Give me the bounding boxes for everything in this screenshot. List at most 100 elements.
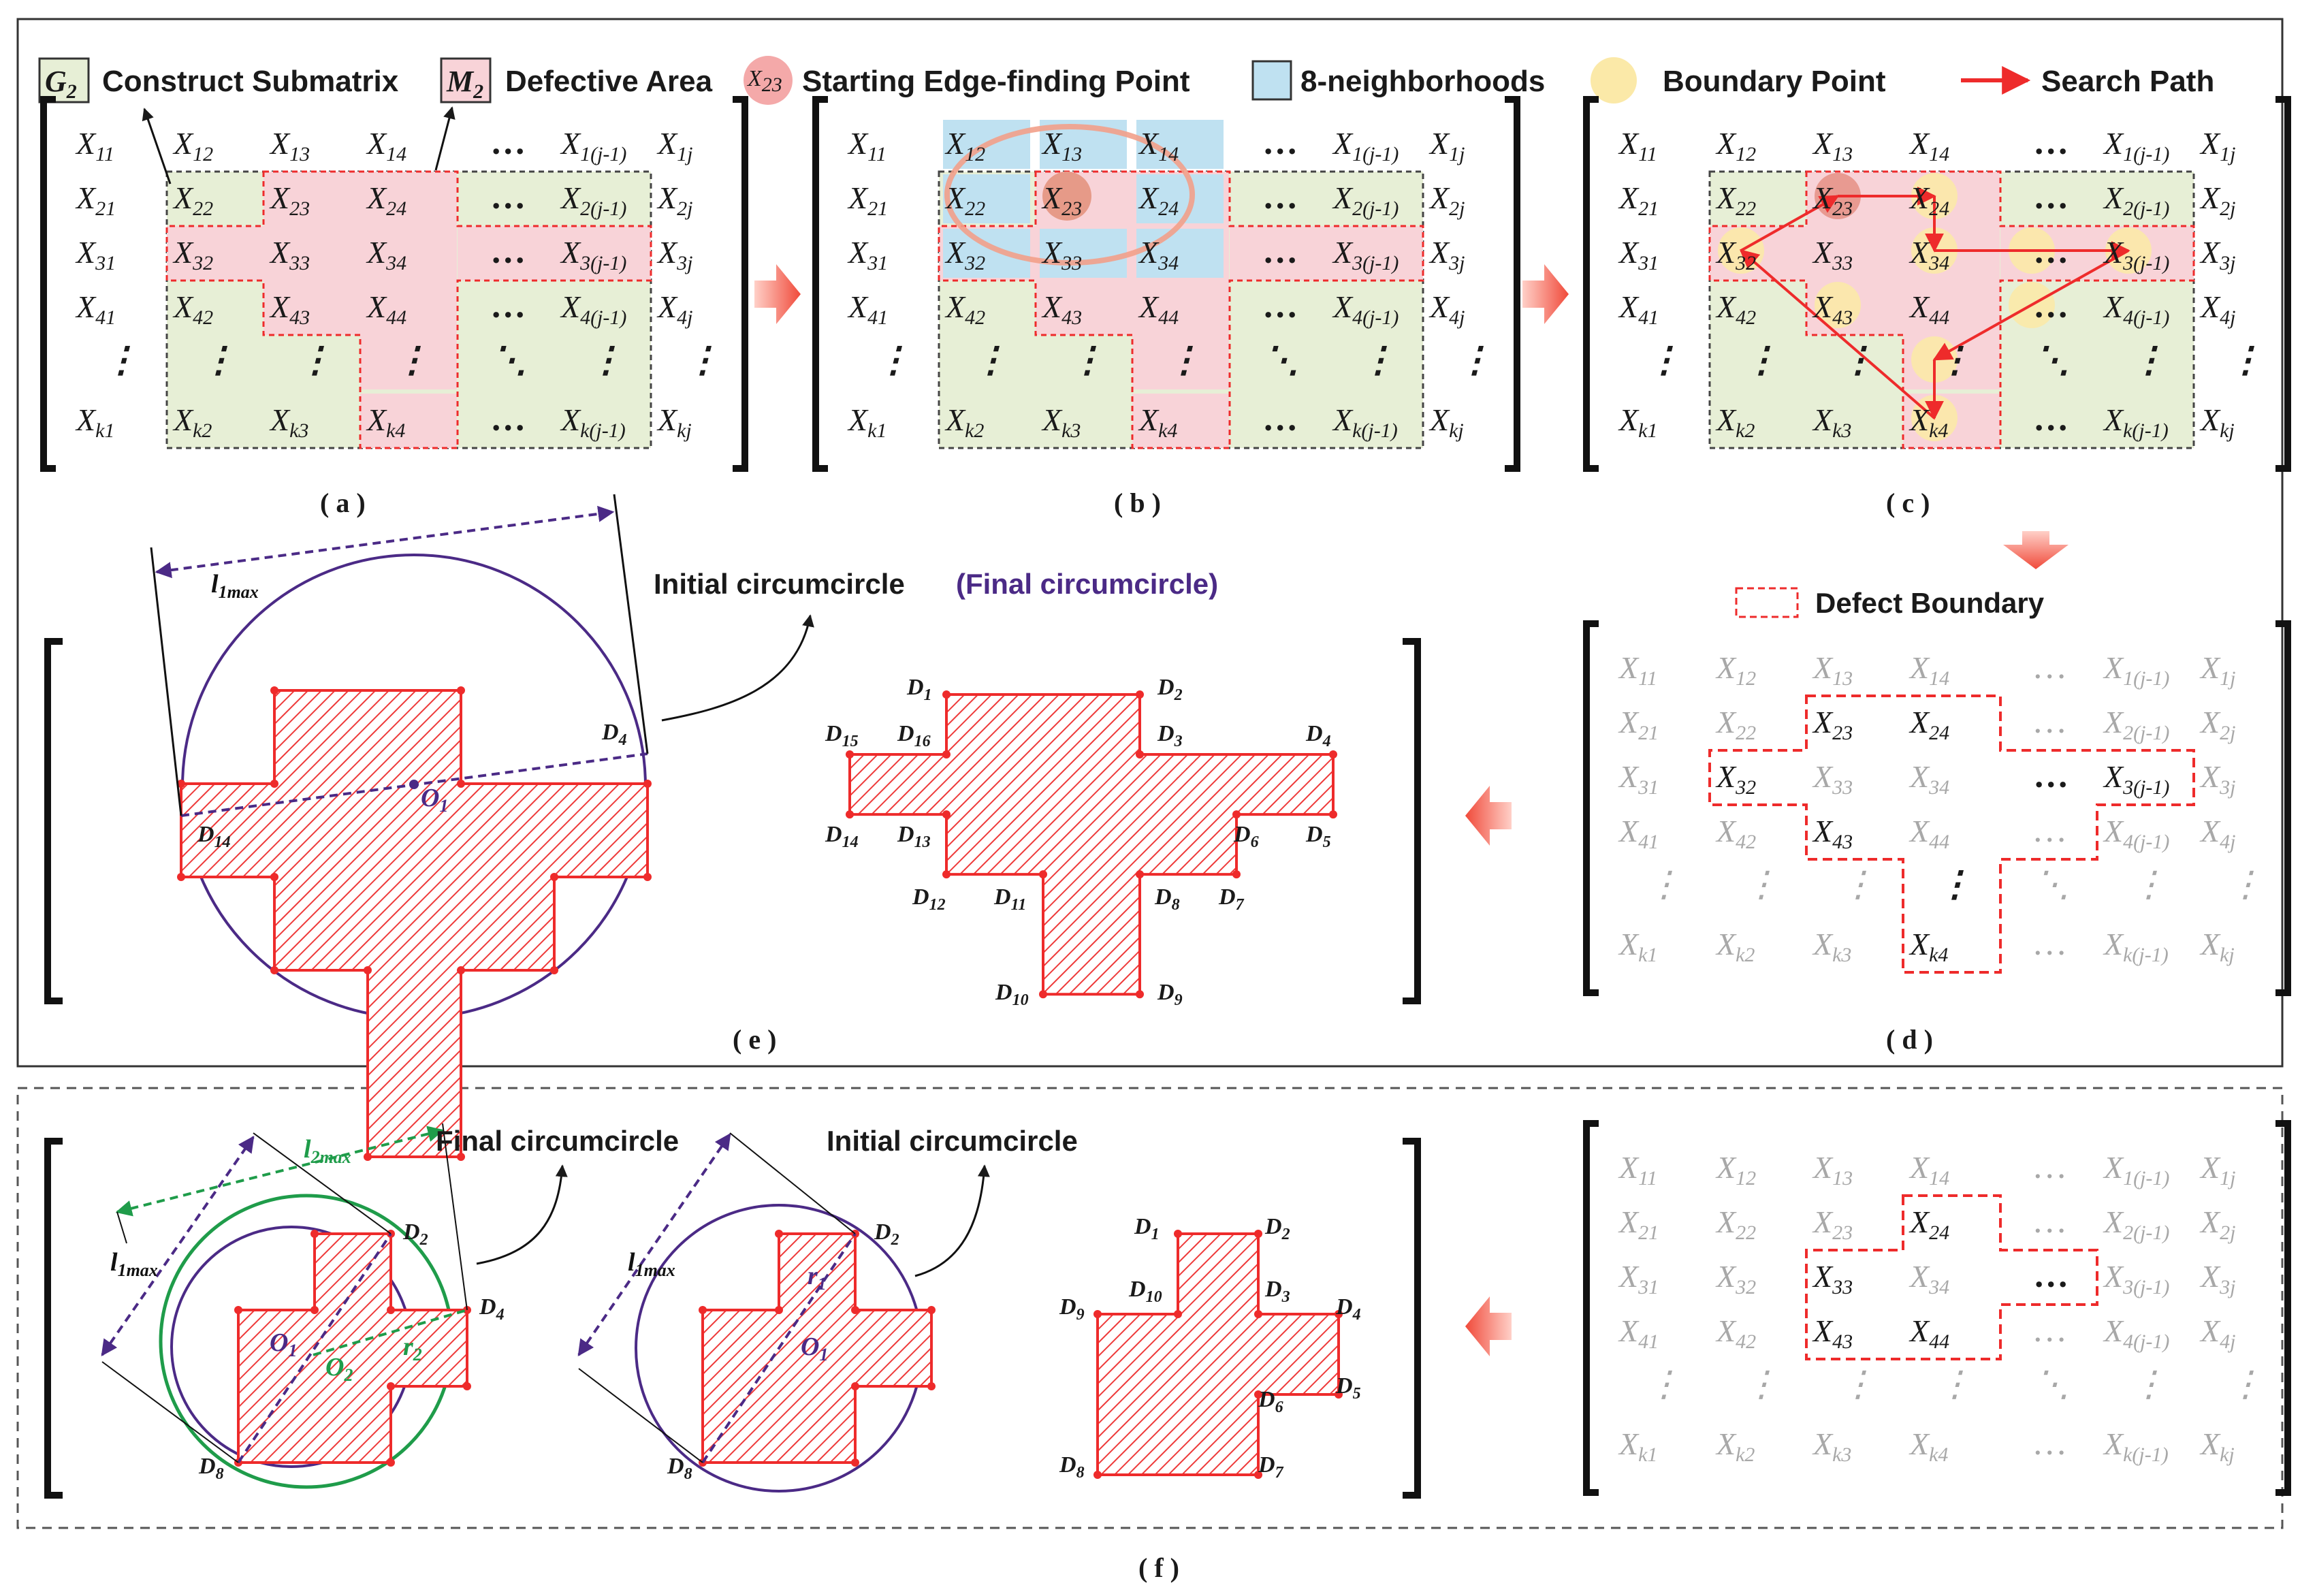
o1-label-sub: 1 (439, 796, 448, 816)
matrix-symbol: X (269, 289, 291, 324)
matrix-element-label: X44 (1138, 289, 1179, 329)
matrix-ellipsis: … (2034, 924, 2066, 963)
matrix-ellipsis: ⋮ (685, 341, 720, 380)
matrix-ellipsis: ⋮ (2131, 1365, 2167, 1404)
extension-line (116, 1211, 127, 1244)
matrix-symbol: X (1812, 927, 1834, 961)
matrix-subscript: 34 (1928, 776, 1949, 799)
matrix-symbol: X (2103, 1259, 2124, 1294)
matrix-element-label: X41 (1618, 814, 1659, 853)
matrix-subscript: 33 (1832, 776, 1853, 799)
matrix-symbol: X (847, 180, 869, 215)
matrix-element-label: X33 (1041, 235, 1082, 274)
matrix-ellipsis: ⋮ (1166, 341, 1202, 380)
matrix-symbol: X (560, 289, 581, 324)
annotation-arrow (661, 614, 814, 722)
defect-shape (180, 689, 649, 1158)
defect-boundary-outline (1708, 695, 2195, 974)
matrix-element-label: X31 (1618, 1259, 1659, 1298)
vertex-dot (1232, 810, 1241, 819)
matrix-subscript: 4(j-1) (2123, 831, 2169, 853)
matrix-element-label: Xk4 (366, 402, 405, 442)
vertex-letter: D (1264, 1277, 1282, 1302)
matrix-element-label: X21 (1618, 705, 1659, 744)
f2-vertex-d2: D2 (874, 1219, 899, 1249)
matrix-element-label: X2j (1428, 180, 1465, 220)
vertex-dot (775, 1306, 783, 1314)
matrix-ellipsis: … (492, 287, 527, 325)
vertex-dot (851, 1382, 859, 1390)
f3-vertex-d1: D1 (1134, 1214, 1160, 1243)
matrix-symbol: X (1332, 180, 1354, 215)
matrix-subscript: k(j-1) (580, 419, 626, 442)
matrix-subscript: 14 (1929, 143, 1949, 165)
matrix-symbol: X (1715, 126, 1737, 161)
matrix-subscript: kj (677, 419, 692, 442)
matrix-symbol: X (1618, 402, 1640, 437)
matrix-subscript: 22 (1736, 197, 1756, 220)
matrix-ellipsis: ⋮ (298, 341, 333, 380)
matrix-symbol: X (2103, 235, 2124, 270)
matrix-subscript: 21 (1638, 1222, 1659, 1244)
svg-text:Defective Area: Defective Area (505, 65, 713, 98)
legend-m-swatch (440, 57, 492, 103)
matrix-symbol: X (269, 402, 291, 437)
vertex-label-d13: D13 (897, 822, 931, 851)
matrix-element-label: X42 (172, 289, 213, 329)
vertex-dot (1093, 1310, 1102, 1318)
matrix-ellipsis: … (1264, 178, 1299, 217)
vertex-dot (1174, 1310, 1182, 1318)
neighborhood-cell (1136, 174, 1224, 223)
matrix-ellipsis: ⋮ (1937, 1365, 1972, 1404)
matrix-subscript: 44 (1929, 1330, 1949, 1353)
matrix-element-label: X12 (1715, 650, 1756, 690)
matrix-subscript: 33 (1832, 252, 1853, 274)
matrix-ellipsis: … (2034, 400, 2070, 438)
matrix-symbol: X (1908, 705, 1930, 739)
matrix-element-label: X34 (1908, 1259, 1949, 1298)
matrix-element-label: X33 (269, 235, 310, 274)
bottom-frame (16, 1087, 2284, 1529)
matrix-symbol: X (1332, 402, 1354, 437)
matrix-subscript: 12 (1736, 143, 1756, 165)
vertex-dot (851, 1458, 859, 1467)
vertex-letter: D (1128, 1277, 1146, 1302)
matrix-subscript: 31 (1638, 252, 1659, 274)
matrix-ellipsis: ⋮ (394, 341, 430, 380)
left-bracket (1583, 96, 1599, 472)
final-circumcircle-label: (Final circumcircle) (956, 568, 1218, 600)
matrix-subscript: 22 (1736, 722, 1756, 744)
matrix-symbol: X (269, 126, 291, 161)
vertex-dot (1254, 1390, 1262, 1399)
f2-r1-label: r1 (808, 1262, 827, 1294)
vertex-dot (942, 870, 951, 879)
matrix-element-label: Xkj (1428, 402, 1464, 442)
vertex-dot (1093, 1471, 1102, 1479)
left-bracket (812, 96, 828, 472)
matrix-symbol: X (2103, 705, 2124, 739)
matrix-subscript: 12 (193, 143, 213, 165)
matrix-subscript: k3 (1061, 419, 1081, 442)
vertex-dot (1335, 1310, 1343, 1318)
f1-vertex-d8: D8 (198, 1454, 224, 1483)
right-bracket (1403, 638, 1421, 1004)
vertex-letter: D (198, 1454, 216, 1479)
matrix-element-label: Xkj (2199, 402, 2235, 442)
f3-vertex-d2: D2 (1264, 1214, 1290, 1243)
matrix-symbol: X (2199, 759, 2221, 794)
f-initial-circumcircle-label: Initial circumcircle (827, 1125, 1078, 1157)
vertex-dot (1136, 870, 1144, 879)
matrix-element-label: X1j (2199, 650, 2235, 690)
matrix-subscript: 32 (1735, 776, 1756, 799)
matrix-subscript: 14 (1929, 667, 1949, 690)
matrix-symbol: X (1812, 650, 1834, 685)
vertex-dot (387, 1306, 395, 1314)
matrix-ellipsis: ⋮ (1070, 341, 1105, 380)
matrix-ellipsis: ⋮ (1646, 341, 1682, 380)
matrix-symbol: X (1428, 235, 1450, 270)
vertex-dot (234, 1306, 242, 1314)
matrix-symbol: X (1812, 759, 1834, 794)
matrix-subscript: 32 (1735, 252, 1756, 274)
